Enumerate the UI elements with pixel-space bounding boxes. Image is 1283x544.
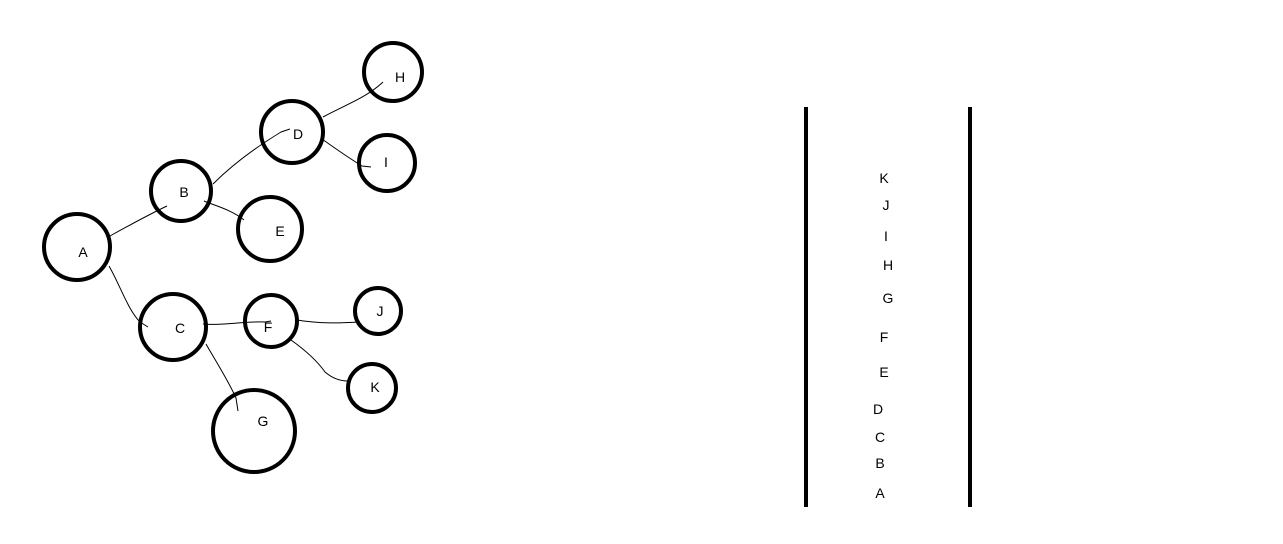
node-circle xyxy=(211,388,297,474)
tree-node-j: J xyxy=(353,286,403,336)
stack-item-b: B xyxy=(875,455,884,471)
edge-c-g xyxy=(205,343,239,412)
node-label: D xyxy=(293,126,303,142)
edge-d-i xyxy=(321,138,372,168)
tree-node-e: E xyxy=(236,195,304,263)
node-label: A xyxy=(78,244,88,260)
stack-item-j: J xyxy=(883,197,890,213)
node-circle xyxy=(346,362,398,414)
tree-node-i: I xyxy=(357,133,417,193)
node-circle xyxy=(236,195,304,263)
node-circle xyxy=(42,212,112,282)
tree-node-h: H xyxy=(362,41,424,103)
tree-node-k: K xyxy=(346,362,398,414)
node-label: H xyxy=(395,69,405,85)
node-label: F xyxy=(264,319,273,335)
stack-item-k: K xyxy=(879,170,889,186)
node-label: K xyxy=(370,379,380,395)
node-label: I xyxy=(384,154,388,170)
edge-a-b xyxy=(109,205,168,237)
tree-node-f: F xyxy=(243,293,299,349)
node-circle xyxy=(353,286,403,336)
node-circle xyxy=(357,133,417,193)
node-circle xyxy=(138,292,208,362)
stack-item-g: G xyxy=(883,290,894,306)
stack-item-h: H xyxy=(883,257,893,273)
stack-item-i: I xyxy=(884,228,888,244)
node-circle xyxy=(149,159,213,223)
tree-node-g: G xyxy=(211,388,297,474)
tree-node-b: B xyxy=(149,159,213,223)
edge-d-h xyxy=(322,81,384,118)
tree-node-c: C xyxy=(138,292,208,362)
stack-item-e: E xyxy=(879,364,888,380)
node-label: E xyxy=(275,223,284,239)
edge-c-f xyxy=(202,320,272,325)
stack-item-f: F xyxy=(880,329,889,345)
node-label: G xyxy=(258,413,269,429)
tree-node-a: A xyxy=(42,212,112,282)
node-circle xyxy=(362,41,424,103)
node-label: B xyxy=(179,184,188,200)
node-label: J xyxy=(377,303,384,319)
node-label: C xyxy=(175,320,185,336)
tree-nodes: A B C D E F G H I J K xyxy=(42,41,424,474)
edge-f-k xyxy=(290,339,349,382)
stack-item-c: C xyxy=(875,429,885,445)
stack-item-a: A xyxy=(875,485,885,501)
node-circle xyxy=(259,99,325,165)
node-circle xyxy=(243,293,299,349)
stack-item-d: D xyxy=(873,401,883,417)
tree-edges xyxy=(108,81,384,412)
edge-b-d xyxy=(212,128,291,185)
edge-f-j xyxy=(296,319,361,324)
tree-node-d: D xyxy=(259,99,325,165)
